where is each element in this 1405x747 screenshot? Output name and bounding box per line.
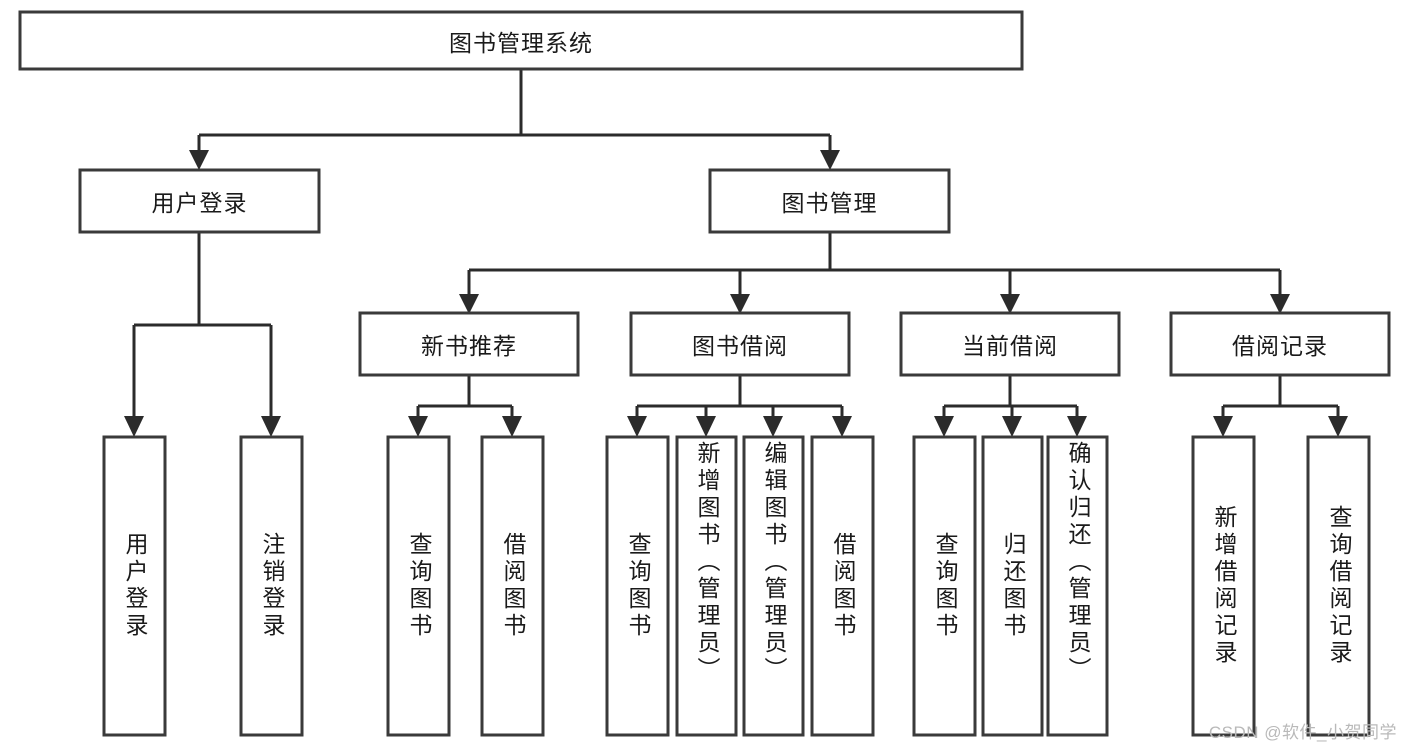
arrow-bb-leaf-1: [627, 416, 647, 437]
node-book-management[interactable]: [708, 168, 951, 234]
node-borrow-record[interactable]: [1169, 311, 1391, 377]
arrow-bb-leaf-4: [832, 416, 852, 437]
leaf-borrow-record-query[interactable]: [1306, 435, 1371, 737]
leaf-book-borrow-add[interactable]: [675, 435, 738, 737]
node-root[interactable]: [18, 10, 1024, 71]
arrow-current-borrow: [1000, 294, 1020, 314]
arrow-bb-leaf-3: [763, 416, 783, 437]
node-user-login[interactable]: [78, 168, 321, 234]
node-book-borrow[interactable]: [629, 311, 851, 377]
leaf-user-login-login[interactable]: [102, 435, 167, 737]
arrow-nb-leaf-1: [408, 416, 428, 437]
leaf-book-borrow-query[interactable]: [605, 435, 670, 737]
arrow-book-borrow: [730, 294, 750, 314]
arrow-cb-leaf-2: [1002, 416, 1022, 437]
leaf-book-borrow-edit[interactable]: [742, 435, 805, 737]
leaf-book-borrow-borrow[interactable]: [810, 435, 875, 737]
arrow-new-book: [459, 294, 479, 314]
arrow-cb-leaf-3: [1067, 416, 1087, 437]
leaf-new-book-query[interactable]: [386, 435, 451, 737]
connector-layer: [124, 69, 1348, 437]
arrow-cb-leaf-1: [934, 416, 954, 437]
leaf-new-book-borrow[interactable]: [480, 435, 545, 737]
arrow-leaf-user-login: [124, 416, 144, 437]
leaf-current-borrow-confirm[interactable]: [1046, 435, 1109, 737]
leaf-borrow-record-add[interactable]: [1191, 435, 1256, 737]
leaf-current-borrow-return[interactable]: [981, 435, 1044, 737]
arrow-book-mgmt: [820, 150, 840, 170]
arrow-br-leaf-2: [1328, 416, 1348, 437]
leaf-current-borrow-query[interactable]: [912, 435, 977, 737]
leaf-user-login-logout[interactable]: [239, 435, 304, 737]
node-current-borrow[interactable]: [899, 311, 1121, 377]
node-new-book-recommend[interactable]: [358, 311, 580, 377]
arrow-leaf-logout: [261, 416, 281, 437]
arrow-borrow-record: [1270, 294, 1290, 314]
arrow-bb-leaf-2: [696, 416, 716, 437]
arrow-nb-leaf-2: [502, 416, 522, 437]
arrow-br-leaf-1: [1213, 416, 1233, 437]
arrow-user-login: [189, 150, 209, 170]
